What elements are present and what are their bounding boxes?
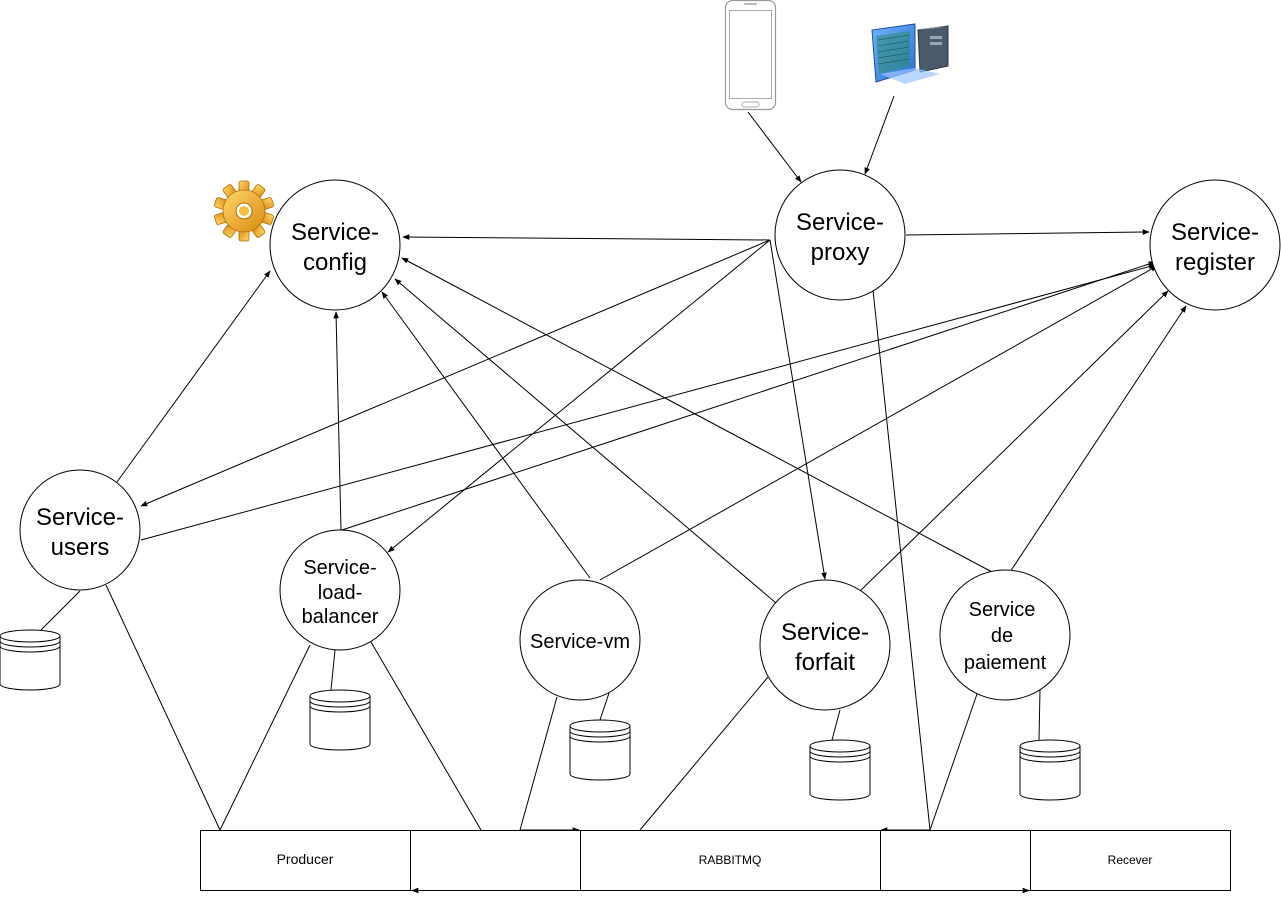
edge-paiement-bus [929, 693, 978, 831]
edge-loadbalancer-bus-b [370, 641, 482, 831]
service-forfait-label-2: forfait [795, 649, 855, 676]
desktop-computer-icon [871, 23, 949, 84]
service-vm-label: Service-vm [530, 631, 630, 653]
edge-paiement-register [1009, 305, 1187, 573]
service-register-label-1: Service- [1171, 219, 1259, 246]
service-load-balancer-label-3: balancer [302, 606, 379, 628]
service-users-label-1: Service- [36, 504, 124, 531]
connectors [39, 95, 1187, 893]
edge-paiement-db [1038, 689, 1041, 741]
service-paiement-label-2: de [991, 625, 1013, 647]
service-vm-node[interactable] [519, 579, 641, 701]
edge-paiement-config [401, 257, 993, 573]
service-proxy-label-1: Service- [796, 209, 884, 236]
service-proxy-node[interactable] [774, 169, 906, 301]
bus-spacer-right [880, 830, 1031, 891]
databases [0, 629, 1081, 801]
service-load-balancer-node[interactable] [279, 529, 401, 651]
edge-proxy-users [140, 239, 771, 507]
rabbitmq-label: RABBITMQ [699, 853, 762, 867]
edge-phone-proxy [747, 111, 802, 183]
edge-proxy-register [905, 229, 1150, 236]
receiver-label: Recever [1108, 853, 1153, 867]
service-register-label-2: register [1175, 249, 1255, 276]
service-paiement-label-3: paiement [964, 652, 1047, 674]
edge-vm-bus [519, 696, 558, 831]
edge-users-register [140, 263, 1156, 541]
edge-vm-register [599, 265, 1158, 581]
edge-users-bus [105, 584, 221, 831]
edge-users-db [39, 590, 81, 632]
edge-forfait-register [859, 290, 1169, 592]
producer-label: Producer [277, 851, 334, 867]
service-config-node[interactable] [269, 179, 401, 311]
database-icon [0, 629, 61, 691]
database-icon [569, 719, 631, 781]
edge-forfait-config [394, 278, 777, 604]
edge-loadbalancer-bus-a [219, 644, 311, 831]
edge-desktop-proxy [864, 95, 895, 175]
edge-proxy-receiver [872, 289, 931, 831]
edge-loadbalancer-config [333, 311, 342, 531]
service-users-label-2: users [51, 534, 110, 561]
edge-vm-config [381, 291, 591, 579]
edge-proxy-loadbalancer [387, 239, 771, 553]
database-icon [1019, 739, 1081, 801]
edge-loadbalancer-register [341, 261, 1156, 531]
bus-spacer-left [410, 830, 581, 891]
service-config-label-2: config [303, 249, 367, 276]
service-register-node[interactable] [1149, 179, 1281, 311]
bus-receiver-cell [1030, 830, 1231, 891]
service-load-balancer-label-2: load- [318, 582, 362, 604]
bus-producer-cell [200, 830, 411, 891]
database-icon [309, 689, 371, 751]
service-proxy-label-2: proxy [811, 239, 870, 266]
service-load-balancer-label-1: Service- [303, 557, 376, 579]
database-icon [809, 739, 871, 801]
edge-loadbalancer-db [330, 649, 336, 691]
edge-proxy-forfait [769, 239, 827, 580]
service-config-label-1: Service- [291, 219, 379, 246]
service-paiement-label-1: Service [969, 599, 1036, 621]
edge-users-config [116, 270, 271, 483]
service-users-node[interactable] [19, 469, 141, 591]
service-forfait-label-1: Service- [781, 619, 869, 646]
edge-forfait-db [831, 709, 841, 741]
gear-icon [214, 180, 274, 242]
service-paiement-node[interactable] [939, 569, 1071, 701]
message-bus [200, 830, 1231, 891]
service-forfait-node[interactable] [759, 579, 891, 711]
smartphone-icon [724, 0, 777, 111]
edge-proxy-config [402, 234, 771, 241]
edge-forfait-bus [639, 676, 769, 831]
edge-vm-db [599, 689, 611, 721]
